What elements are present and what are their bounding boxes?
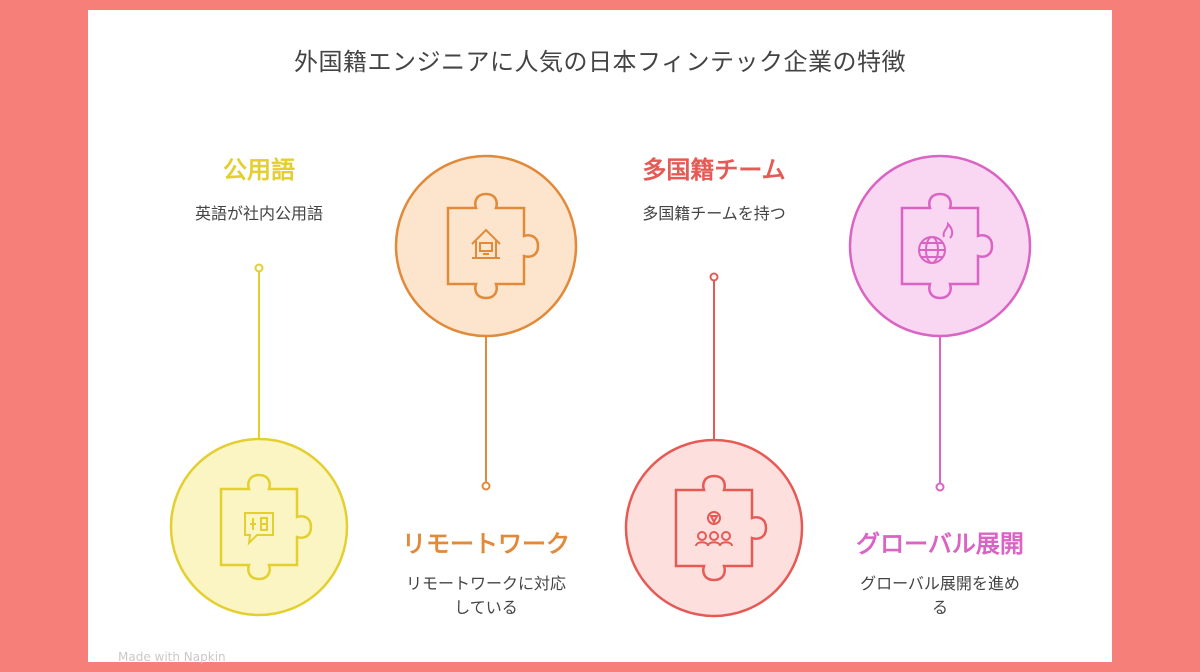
- diagram-title: 外国籍エンジニアに人気の日本フィンテック企業の特徴: [293, 48, 907, 76]
- speech-bubble-icon: [244, 512, 274, 546]
- puzzle-circle-pink: [848, 154, 1032, 338]
- connector-dot: [481, 481, 491, 491]
- desc-remote-work: リモートワークに対応 している: [405, 574, 566, 617]
- desc-global-expansion: グローバル展開を進め る: [860, 574, 1020, 617]
- desc-multinational-team: 多国籍チームを持つ: [642, 204, 786, 223]
- item-multinational-team: [624, 272, 804, 618]
- puzzle-circle-orange: [394, 154, 578, 338]
- item-global-expansion: [848, 154, 1032, 492]
- connector-dot: [935, 482, 945, 492]
- item-official-language: [169, 263, 349, 617]
- puzzle-circle-red: [624, 438, 804, 618]
- home-desk-icon: [471, 228, 501, 259]
- puzzle-circle-yellow: [169, 437, 349, 617]
- puzzle-diagram: [169, 154, 1032, 618]
- heading-remote-work: リモートワーク: [402, 530, 570, 558]
- team-icon: [695, 511, 733, 547]
- item-remote-work: [394, 154, 578, 491]
- connector-dot: [254, 263, 264, 273]
- heading-official-language: 公用語: [223, 156, 295, 184]
- desc-official-language: 英語が社内公用語: [194, 204, 323, 223]
- watermark: Made with Napkin: [118, 650, 226, 664]
- heading-multinational-team: 多国籍チーム: [642, 156, 786, 184]
- heading-global-expansion: グローバル展開: [856, 530, 1024, 558]
- globe-icon: [918, 221, 954, 264]
- diagram-card: 外国籍エンジニアに人気の日本フィンテック企業の特徴: [88, 10, 1112, 664]
- connector-dot: [709, 272, 719, 282]
